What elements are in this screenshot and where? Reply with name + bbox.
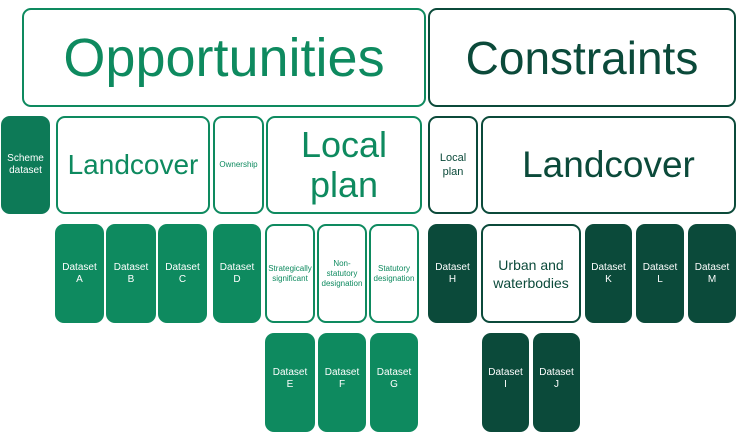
opportunities-title: Opportunities bbox=[63, 27, 385, 88]
dataset-g-box: Dataset G bbox=[370, 333, 418, 432]
opportunities-header: Opportunities bbox=[22, 8, 426, 107]
dataset-m-box: Dataset M bbox=[688, 224, 736, 323]
dataset-l-box: Dataset L bbox=[636, 224, 684, 323]
dataset-c-box: Dataset C bbox=[158, 224, 207, 323]
scheme-dataset-label: Scheme dataset bbox=[7, 153, 44, 176]
dataset-e-box: Dataset E bbox=[265, 333, 315, 432]
dataset-l-label: Dataset L bbox=[642, 262, 678, 285]
dataset-g-label: Dataset G bbox=[376, 367, 412, 390]
landcover-opportunities-box: Landcover bbox=[56, 116, 210, 214]
scheme-dataset-box: Scheme dataset bbox=[1, 116, 50, 214]
local-plan-constraints-label: Local plan bbox=[439, 152, 467, 178]
dataset-a-label: Dataset A bbox=[62, 262, 97, 285]
dataset-d-label: Dataset D bbox=[219, 262, 255, 285]
statutory-designation-label: Statutory designation bbox=[373, 263, 415, 283]
landcover-constraints-box: Landcover bbox=[481, 116, 736, 214]
urban-waterbodies-box: Urban and waterbodies bbox=[481, 224, 581, 323]
dataset-i-label: Dataset I bbox=[488, 367, 523, 390]
dataset-m-label: Dataset M bbox=[694, 262, 730, 285]
landcover-opportunities-label: Landcover bbox=[67, 149, 199, 180]
local-plan-opportunities-box: Local plan bbox=[266, 116, 422, 214]
local-plan-opportunities-label: Local plan bbox=[300, 124, 388, 205]
landcover-constraints-label: Landcover bbox=[522, 144, 695, 185]
statutory-designation-box: Statutory designation bbox=[369, 224, 419, 323]
dataset-f-box: Dataset F bbox=[318, 333, 366, 432]
local-plan-constraints-box: Local plan bbox=[428, 116, 478, 214]
constraints-title: Constraints bbox=[465, 31, 699, 84]
dataset-k-box: Dataset K bbox=[585, 224, 632, 323]
urban-waterbodies-label: Urban and waterbodies bbox=[493, 256, 569, 291]
dataset-c-label: Dataset C bbox=[165, 262, 200, 285]
dataset-j-box: Dataset J bbox=[533, 333, 580, 432]
dataset-e-label: Dataset E bbox=[272, 367, 308, 390]
non-statutory-designation-box: Non-statutory designation bbox=[317, 224, 367, 323]
dataset-b-box: Dataset B bbox=[106, 224, 156, 323]
strategically-significant-label: Strategically significant bbox=[268, 263, 312, 283]
dataset-i-box: Dataset I bbox=[482, 333, 529, 432]
dataset-h-label: Dataset H bbox=[435, 262, 470, 285]
dataset-k-label: Dataset K bbox=[591, 262, 626, 285]
dataset-h-box: Dataset H bbox=[428, 224, 477, 323]
ownership-label: Ownership bbox=[219, 160, 258, 169]
dataset-j-label: Dataset J bbox=[539, 367, 574, 390]
ownership-box: Ownership bbox=[213, 116, 264, 214]
strategically-significant-box: Strategically significant bbox=[265, 224, 315, 323]
dataset-f-label: Dataset F bbox=[324, 367, 360, 390]
non-statutory-designation-label: Non-statutory designation bbox=[321, 258, 363, 288]
constraints-header: Constraints bbox=[428, 8, 736, 107]
dataset-d-box: Dataset D bbox=[213, 224, 261, 323]
dataset-b-label: Dataset B bbox=[113, 262, 149, 285]
dataset-a-box: Dataset A bbox=[55, 224, 104, 323]
